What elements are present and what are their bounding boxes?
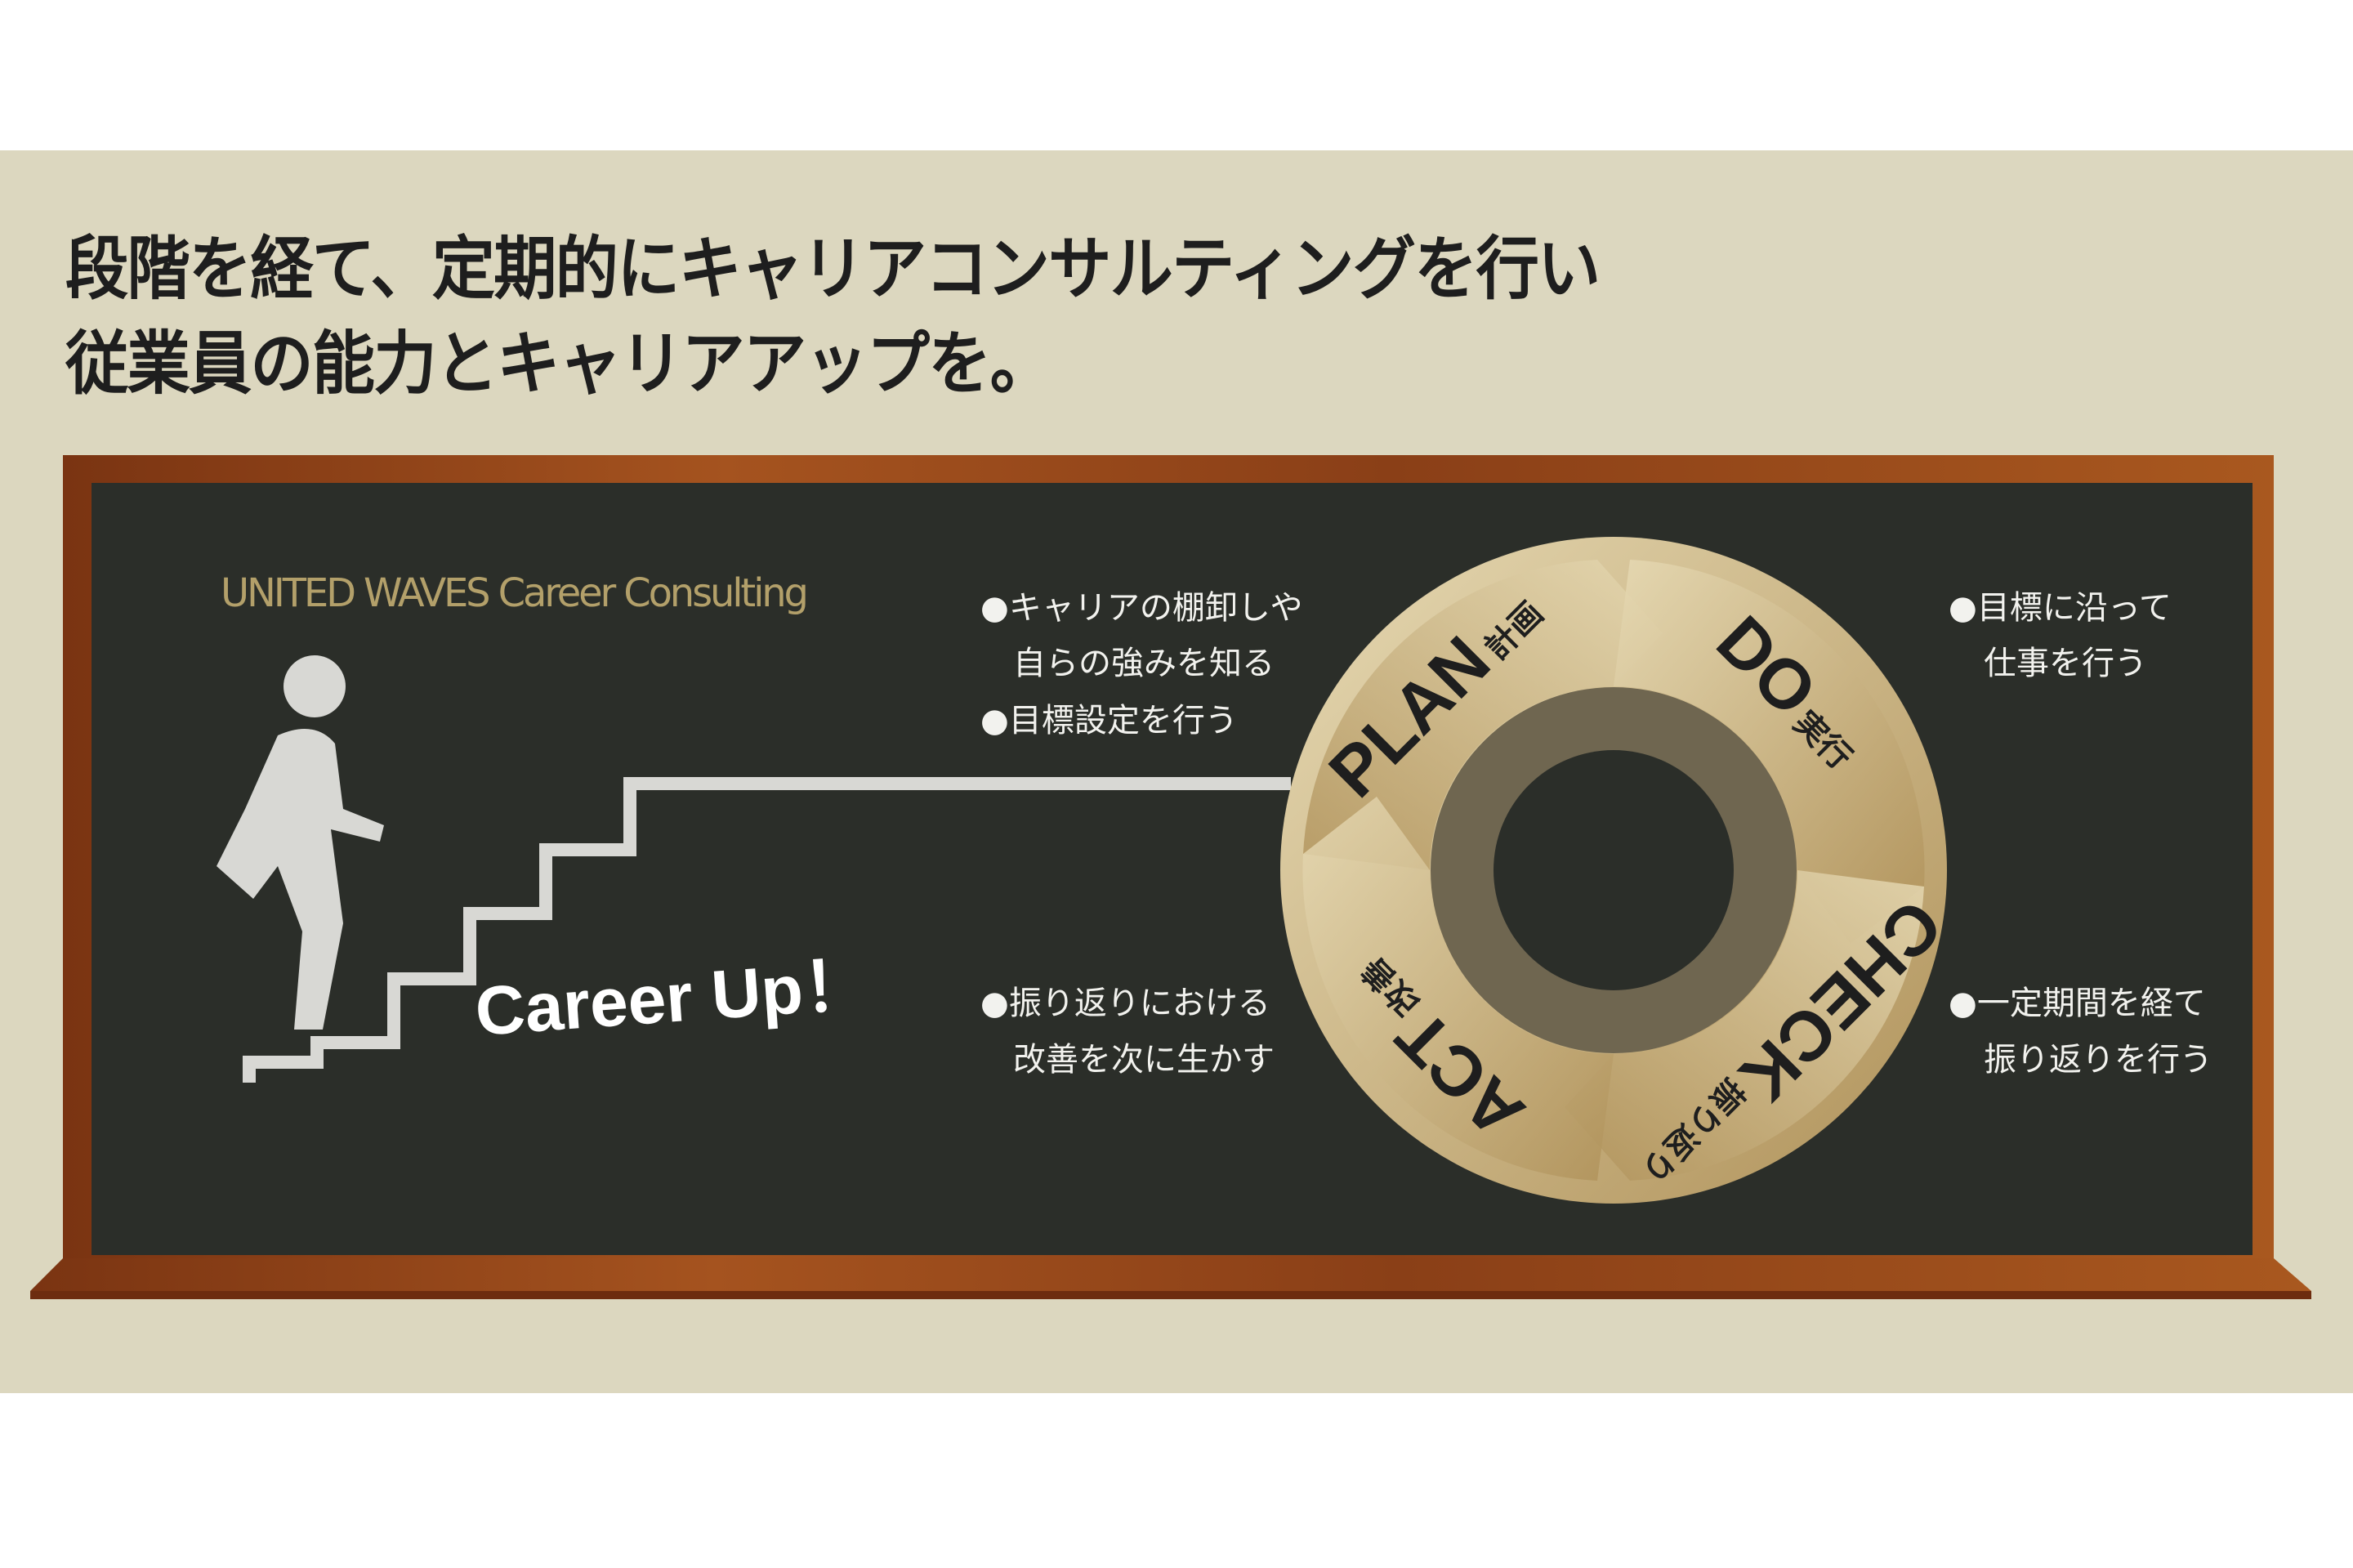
plan-note-1: ●キャリアの棚卸しや	[980, 589, 1303, 627]
plan-note-2: 自らの強みを知る	[1013, 645, 1275, 682]
check-note-1: ●一定期間を経て	[1949, 985, 2206, 1022]
chalk-tray	[30, 1258, 2311, 1291]
check-note-2: 振り返りを行う	[1984, 1041, 2212, 1079]
act-note-2: 改善を次に生かす	[1013, 1041, 1275, 1079]
do-note-2: 仕事を行う	[1984, 645, 2147, 682]
do-note-1: ●目標に沿って	[1949, 589, 2172, 627]
headline-line2: 従業員の能力とキャリアアップを。	[65, 324, 1053, 404]
pdca-cycle: PLAN計画 DO実行 CHECK振り返り ACT改善	[1280, 537, 1957, 1204]
chalk-stairs	[243, 777, 1291, 1083]
walking-person-icon	[217, 655, 384, 1030]
headline-line1: 段階を経て、定期的にキャリアコンサルティングを行い	[65, 229, 1601, 309]
act-note-1: ●振り返りにおける	[980, 985, 1270, 1022]
plan-note-3: ●目標設定を行う	[980, 702, 1238, 739]
brand-text: UNITED WAVES Career Consulting	[221, 570, 809, 616]
